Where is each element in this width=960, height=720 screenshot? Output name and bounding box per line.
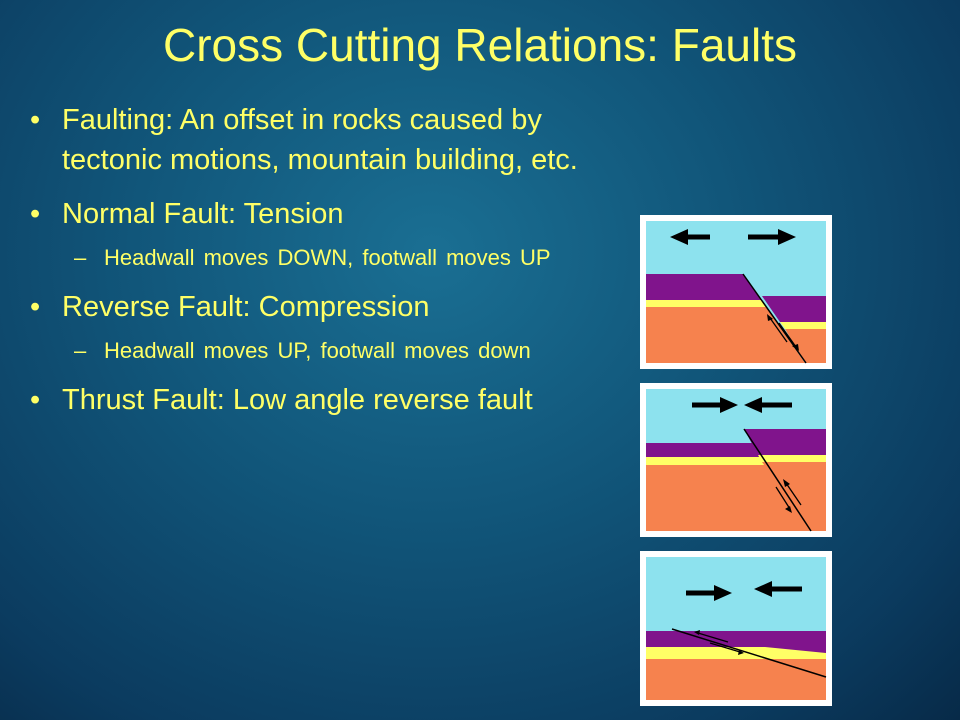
bullet-list: • Faulting: An offset in rocks caused by… (28, 100, 628, 434)
slip-arrow-left-head (785, 506, 792, 513)
sub-bullet-normal-fault: – Headwall moves DOWN, footwall moves UP (28, 242, 628, 273)
bullet-text: Reverse Fault: Compression (62, 291, 430, 323)
bullet-text: Normal Fault: Tension (62, 198, 344, 230)
purple-layer (646, 274, 761, 300)
slip-arrow-left-head (767, 314, 773, 321)
yellow-layer (646, 300, 766, 307)
orange-layer-offset (785, 329, 826, 363)
tension-arrow-right-head (778, 229, 796, 245)
slip-arrow-right-head (783, 479, 790, 487)
yellow-layer-offset (780, 322, 826, 329)
bullet-dot: • (30, 198, 41, 230)
orange-layer (646, 307, 805, 363)
yellow-layer-lower (646, 655, 826, 659)
purple-layer-offset (762, 296, 826, 322)
tension-arrow-left-head (670, 229, 688, 245)
slip-arrow-left (775, 486, 791, 510)
slip-arrow-lower-head (738, 650, 744, 655)
slip-arrow-upper (697, 632, 729, 643)
bullet-dot: • (30, 104, 41, 136)
sub-bullet-dash: – (74, 338, 87, 363)
bullet-dot: • (30, 384, 41, 416)
reverse-fault-diagram (640, 383, 832, 537)
slide-title: Cross Cutting Relations: Faults (162, 19, 798, 71)
orange-layer-lower (646, 659, 826, 700)
compression-arrow-right-head (744, 397, 762, 413)
bullet-text: Faulting: An offset in rocks caused by t… (62, 104, 578, 176)
slip-arrow-lower (709, 642, 741, 653)
sub-bullet-reverse-fault: – Headwall moves UP, footwall moves down (28, 335, 628, 366)
bullet-reverse-fault: • Reverse Fault: Compression (28, 287, 628, 327)
orange-layer-offset (762, 462, 826, 531)
compression-arrow-left-head (720, 397, 738, 413)
bullet-thrust-fault: • Thrust Fault: Low angle reverse fault (28, 380, 628, 420)
sub-bullet-text: Headwall moves DOWN, footwall moves UP (104, 245, 551, 270)
slip-arrow-right-head (792, 344, 799, 351)
slip-arrow-right (785, 482, 802, 506)
sub-bullet-text: Headwall moves UP, footwall moves down (104, 338, 531, 363)
slip-arrow-right (778, 322, 797, 348)
yellow-layer (646, 457, 772, 465)
thrust-fault-diagram (640, 551, 832, 706)
orange-layer (646, 465, 810, 531)
yellow-layer-offset (758, 455, 826, 462)
fault-line (743, 428, 812, 532)
bullet-faulting: • Faulting: An offset in rocks caused by… (28, 100, 628, 180)
compression-arrow-right-head (754, 581, 772, 597)
compression-arrow-left-head (714, 585, 732, 601)
fault-line (671, 628, 827, 678)
slip-arrow-left (769, 317, 788, 343)
bullet-text: Thrust Fault: Low angle reverse fault (62, 384, 533, 416)
purple-layer (646, 443, 768, 457)
normal-fault-diagram (640, 215, 832, 369)
slip-arrow-upper-head (694, 630, 700, 635)
purple-layer-offset (744, 429, 826, 455)
bullet-dot: • (30, 291, 41, 323)
sub-bullet-dash: – (74, 245, 87, 270)
bullet-normal-fault: • Normal Fault: Tension (28, 194, 628, 234)
